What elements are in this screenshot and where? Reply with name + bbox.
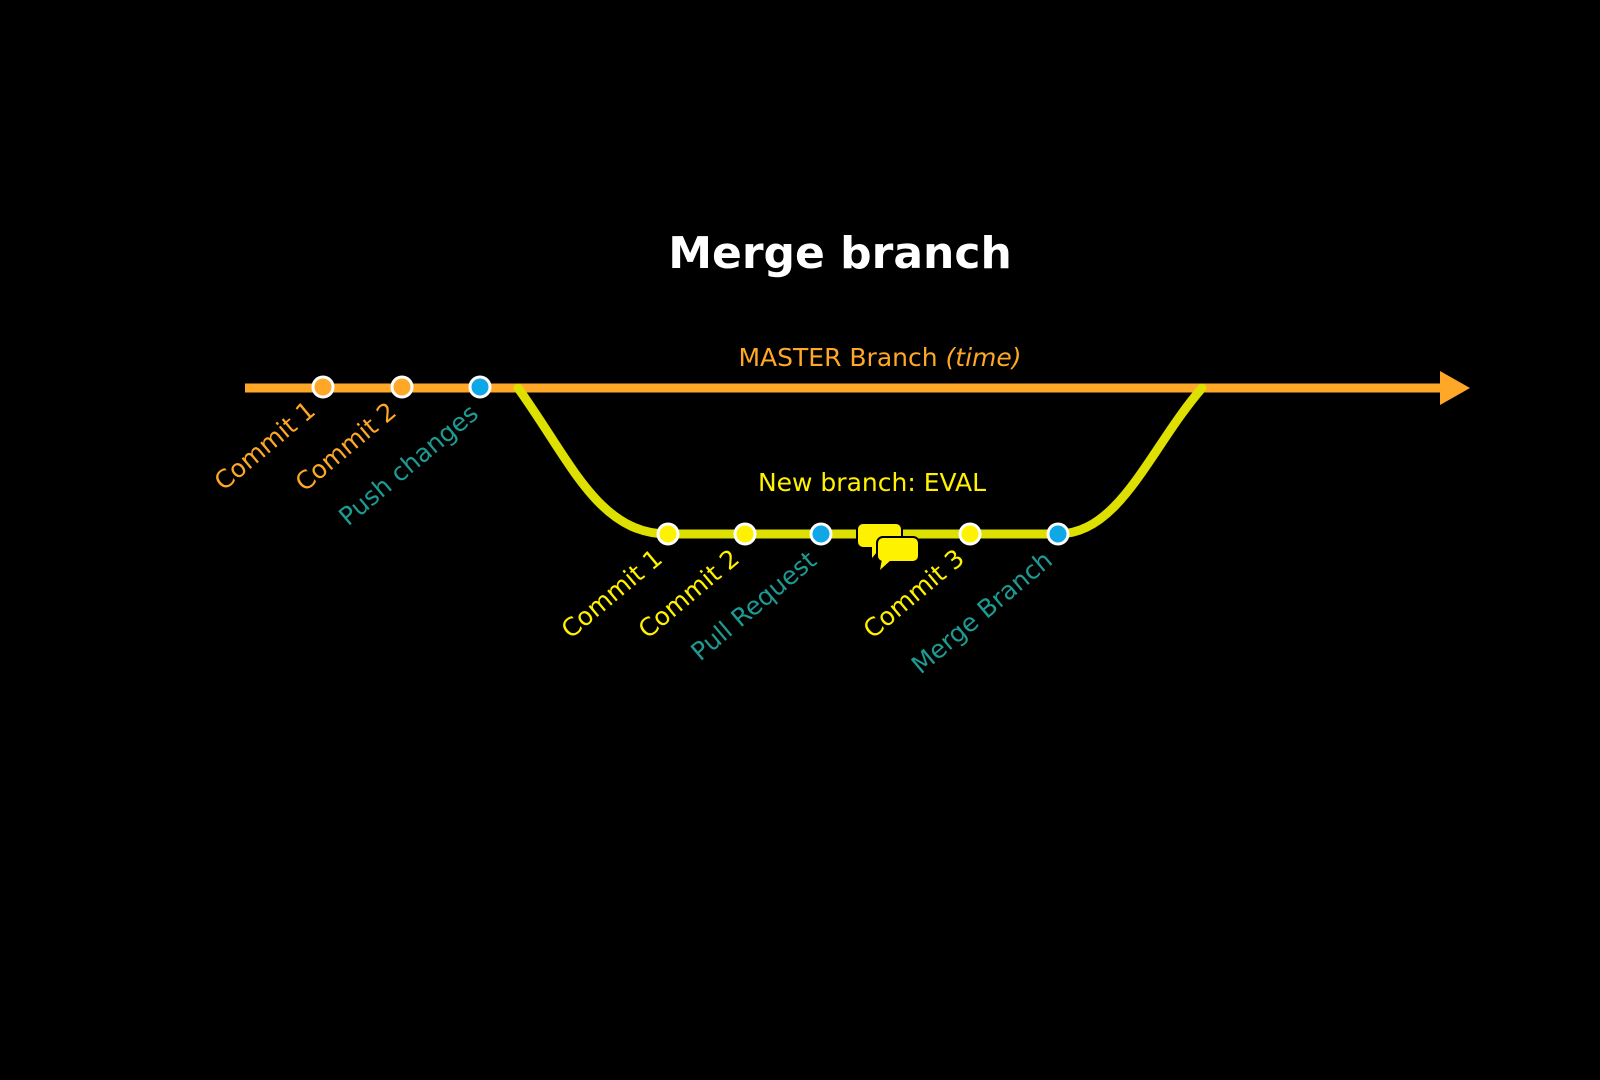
master-branch-label: MASTER Branch (time): [738, 343, 1021, 372]
chat-bubbles-icon: [856, 522, 920, 570]
commit-dot[interactable]: [958, 522, 982, 546]
feature-branch-line: [513, 383, 1207, 539]
commit-dot[interactable]: [311, 375, 335, 399]
commit-dot[interactable]: [656, 522, 680, 546]
commit-dot[interactable]: [733, 522, 757, 546]
action-dot[interactable]: [1046, 522, 1070, 546]
action-dot[interactable]: [468, 375, 492, 399]
master-branch-label-main: MASTER Branch: [738, 343, 945, 372]
master-branch-label-time: (time): [946, 343, 1022, 372]
feature-branch-label: New branch: EVAL: [758, 468, 986, 497]
feature-merge-branch[interactable]: Merge Branch: [906, 522, 1070, 680]
action-dot[interactable]: [809, 522, 833, 546]
time-arrow-head: [1440, 371, 1470, 405]
diagram-title: Merge branch: [668, 228, 1012, 279]
commit-dot[interactable]: [390, 375, 414, 399]
